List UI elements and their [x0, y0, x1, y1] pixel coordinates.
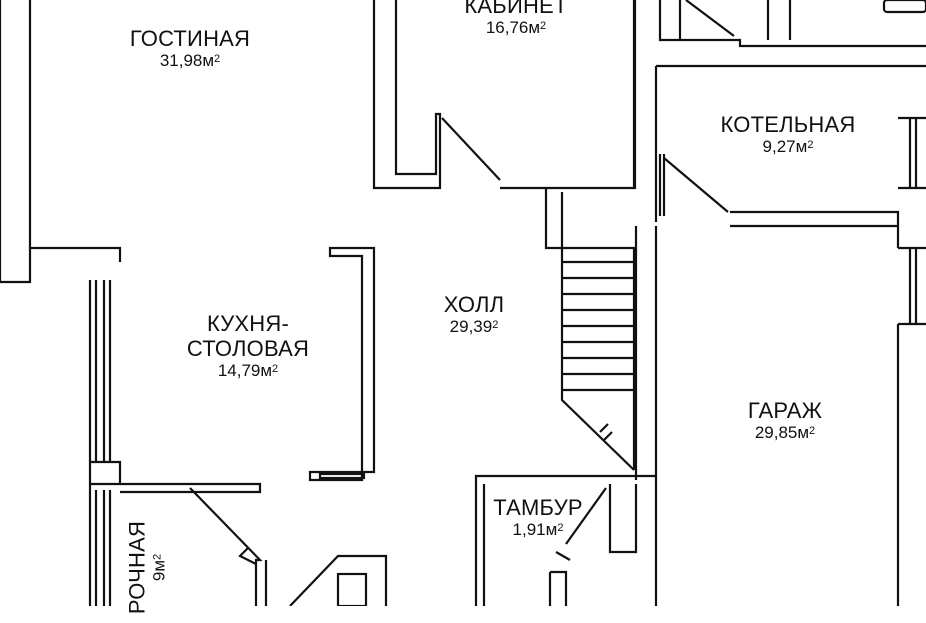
room-area: 14,79м2 — [217, 361, 279, 380]
wall-top-right-2 — [678, 0, 792, 40]
room-label-office: КАБИНЕТ 16,76м2 — [436, 0, 596, 38]
room-name: РОЧНАЯ — [124, 520, 150, 615]
wall-small-room — [289, 554, 388, 606]
top-right-fixture — [882, 0, 926, 14]
wall-vestibule-bottom — [548, 570, 568, 606]
floor-plan — [0, 0, 926, 606]
room-area: 9,27м2 — [762, 137, 814, 156]
room-area: 31,98м2 — [159, 51, 221, 70]
room-name: КАБИНЕТ — [464, 0, 568, 18]
fixture-small — [336, 572, 368, 606]
door-swing-boiler — [663, 157, 729, 213]
kitchen-counter — [308, 246, 376, 482]
room-area: 9м2 — [149, 553, 169, 582]
room-label-hall: ХОЛЛ 29,392 — [404, 292, 544, 337]
wall-boiler — [654, 64, 926, 222]
room-name: ГАРАЖ — [747, 398, 823, 423]
wall-laundry-top — [120, 482, 262, 494]
room-name: ХОЛЛ — [443, 292, 505, 317]
room-label-garage: ГАРАЖ 29,85м2 — [705, 398, 865, 443]
wall-boiler-bottom — [730, 210, 900, 228]
room-name-line1: КУХНЯ- — [206, 311, 289, 336]
window-garage — [898, 246, 926, 326]
door-laundry-wing — [238, 547, 257, 565]
window-boiler — [898, 116, 926, 190]
stairs-outline — [544, 188, 636, 470]
room-name-line2: СТОЛОВАЯ — [186, 336, 310, 361]
room-name: ГОСТИНАЯ — [129, 26, 251, 51]
wall-top-right — [658, 0, 926, 48]
wall-office-door-swing — [441, 117, 501, 181]
kitchen-counter-edge — [318, 472, 366, 480]
room-area: 16,76м2 — [485, 18, 547, 37]
room-label-living: ГОСТИНАЯ 31,98м2 — [100, 26, 280, 71]
room-label-laundry: РОЧНАЯ 9м2 — [125, 513, 170, 623]
door-swing-vestibule — [555, 487, 607, 561]
window-kitchen — [88, 280, 112, 606]
room-area: 1,91м2 — [512, 520, 564, 539]
door-swing-laundry — [189, 487, 268, 606]
wall-living-left — [0, 0, 122, 284]
room-label-kitchen: КУХНЯ- СТОЛОВАЯ 14,79м2 — [168, 311, 328, 381]
room-label-vestibule: ТАМБУР 1,91м2 — [478, 495, 598, 540]
wall-kitchen-bottom — [90, 460, 122, 606]
room-name: ТАМБУР — [493, 495, 583, 520]
room-label-boiler: КОТЕЛЬНАЯ 9,27м2 — [708, 112, 868, 157]
wall-vestibule — [474, 474, 656, 606]
wall-garage-left — [634, 226, 658, 606]
room-area: 29,85м2 — [754, 423, 816, 442]
stairs-landing — [560, 248, 635, 471]
wall-office — [372, 0, 442, 190]
room-area: 29,392 — [449, 317, 499, 336]
stairs-steps — [562, 260, 634, 392]
door-swing-top — [685, 0, 735, 37]
room-name: КОТЕЛЬНАЯ — [720, 112, 856, 137]
